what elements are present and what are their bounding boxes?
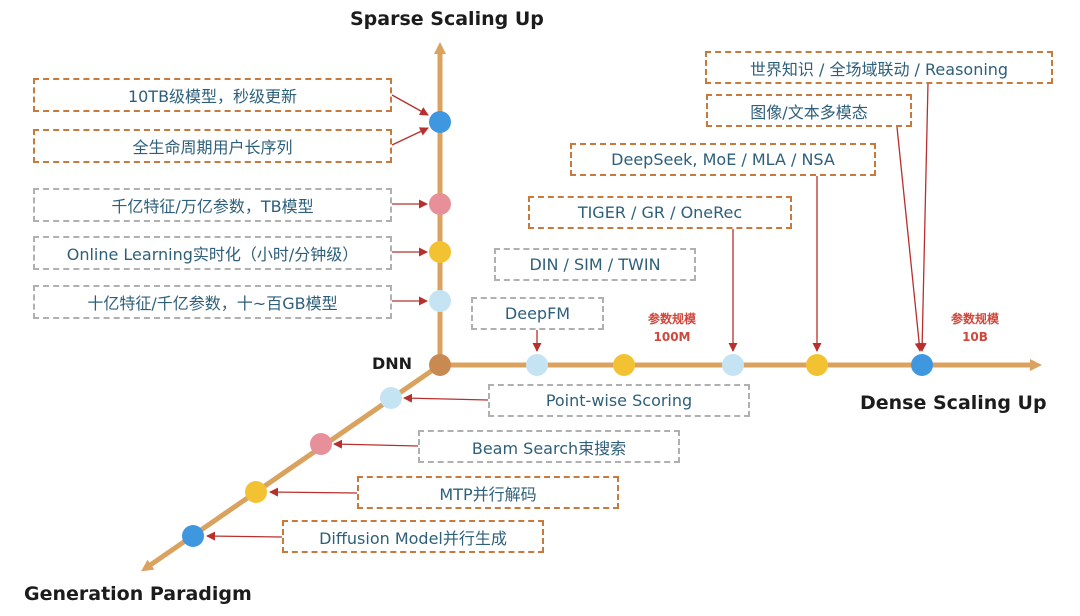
milestone-dot-yellow [806, 354, 828, 376]
param-scale-100m-title: 参数规模 [647, 312, 696, 326]
sparse-box-gb-model: 十亿特征/千亿参数，十~百GB模型 [33, 285, 392, 319]
milestone-dot-pink [429, 193, 451, 215]
milestone-dot-yellow [429, 241, 451, 263]
dense-axis-title: Dense Scaling Up [860, 392, 1047, 414]
milestone-dot-blue [182, 525, 204, 547]
dense-box-din-sim-twin: DIN / SIM / TWIN [494, 248, 696, 281]
milestone-dot-blue [429, 111, 451, 133]
origin-label: DNN [372, 354, 413, 373]
generation-axis-title: Generation Paradigm [24, 583, 252, 605]
origin-dot [429, 354, 451, 376]
dense-box-world-knowledge: 世界知识 / 全场域联动 / Reasoning [705, 51, 1053, 84]
arrow-dense-5 [917, 82, 929, 352]
gen-box-mtp-decoding: MTP并行解码 [357, 476, 619, 509]
param-scale-10b-title: 参数规模 [950, 312, 999, 326]
arrow-sparse-2 [391, 127, 429, 146]
gen-box-pointwise-scoring: Point-wise Scoring [488, 384, 750, 417]
arrow-sparse-1 [391, 94, 429, 116]
param-scale-10b: 参数规模 10B [935, 310, 1015, 346]
arrow-gen-3 [269, 487, 358, 497]
dense-box-multimodal: 图像/文本多模态 [706, 94, 912, 127]
milestone-dot-light-blue [380, 387, 402, 409]
arrow-gen-1 [403, 393, 489, 403]
sparse-box-10tb-model: 10TB级模型，秒级更新 [33, 78, 392, 112]
sparse-axis-title: Sparse Scaling Up [350, 8, 544, 30]
milestone-dot-light-blue [722, 354, 744, 376]
dense-box-deepfm: DeepFM [471, 297, 604, 330]
param-scale-100m-value: 100M [653, 330, 691, 344]
arrow-gen-2 [333, 439, 419, 449]
milestone-dot-light-blue [526, 354, 548, 376]
milestone-dot-yellow [613, 354, 635, 376]
milestone-dot-yellow [245, 481, 267, 503]
sparse-box-online-learning: Online Learning实时化（小时/分钟级） [33, 236, 392, 270]
dense-box-deepseek: DeepSeek, MoE / MLA / NSA [570, 143, 876, 176]
gen-box-diffusion-model: Diffusion Model并行生成 [282, 520, 544, 553]
dense-box-tiger-gr-onerec: TIGER / GR / OneRec [528, 196, 792, 229]
sparse-box-tb-model: 千亿特征/万亿参数，TB模型 [33, 188, 392, 222]
param-scale-100m: 参数规模 100M [632, 310, 712, 346]
sparse-box-user-sequence: 全生命周期用户长序列 [33, 129, 392, 163]
arrow-dense-4 [896, 126, 924, 352]
milestone-dot-blue [911, 354, 933, 376]
param-scale-10b-value: 10B [962, 330, 988, 344]
milestone-dot-pink [310, 433, 332, 455]
gen-box-beam-search: Beam Search束搜索 [418, 430, 680, 463]
milestone-dot-light-blue [429, 290, 451, 312]
arrow-gen-4 [206, 531, 283, 541]
